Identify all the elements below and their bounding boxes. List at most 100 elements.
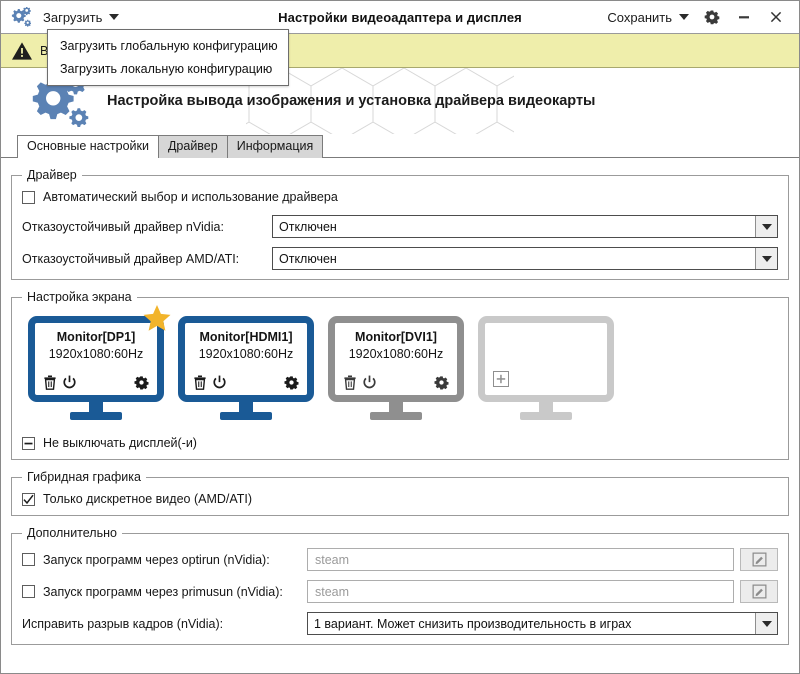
screen-group-legend: Настройка экрана	[27, 290, 132, 304]
banner-title: Настройка вывода изображения и установка…	[107, 93, 596, 109]
keep-display-on-row[interactable]: Не выключать дисплей(-и)	[22, 436, 778, 450]
add-monitor-card[interactable]	[478, 316, 614, 420]
tearfix-label: Исправить разрыв кадров (nVidia):	[22, 616, 224, 631]
indeterminate-dash-icon	[24, 442, 33, 444]
power-icon[interactable]	[62, 375, 77, 390]
monitor-actions	[43, 375, 149, 391]
amd-fallback-label: Отказоустойчивый драйвер AMD/ATI:	[22, 251, 240, 266]
monitor-stand	[178, 402, 314, 420]
monitor-screen: Monitor[DP1] 1920x1080:60Hz	[28, 316, 164, 402]
chevron-down-icon[interactable]	[755, 248, 777, 269]
monitor-list: Monitor[DP1] 1920x1080:60Hz	[22, 305, 778, 422]
monitor-stand	[328, 402, 464, 420]
minimize-button[interactable]	[729, 4, 759, 30]
extra-group: Дополнительно Запуск программ через opti…	[11, 526, 789, 645]
optirun-edit-button[interactable]	[740, 548, 778, 571]
monitor-stand	[478, 402, 614, 420]
chevron-down-icon	[109, 14, 120, 20]
nvidia-fallback-value: Отключен	[279, 219, 337, 234]
monitor-actions	[193, 375, 299, 391]
monitor-card[interactable]: Monitor[HDMI1] 1920x1080:60Hz	[178, 316, 314, 420]
check-icon	[23, 494, 34, 504]
save-menu-label: Сохранить	[607, 9, 672, 25]
optirun-row: Запуск программ через optirun (nVidia): …	[22, 548, 778, 571]
monitor-stand	[28, 402, 164, 420]
amd-fallback-value: Отключен	[279, 251, 337, 266]
monitor-screen-empty	[478, 316, 614, 402]
edit-icon	[752, 584, 766, 599]
primusrun-label: Запуск программ через primusun (nVidia):	[43, 584, 283, 599]
keep-display-on-checkbox[interactable]	[22, 436, 35, 450]
hexagon-pattern	[246, 68, 514, 134]
optirun-checkbox[interactable]	[22, 553, 35, 566]
monitor-screen: Monitor[HDMI1] 1920x1080:60Hz	[178, 316, 314, 402]
monitor-resolution: 1920x1080:60Hz	[48, 347, 144, 361]
load-menu-button[interactable]: Загрузить	[39, 7, 127, 28]
auto-driver-checkbox-row[interactable]: Автоматический выбор и использование дра…	[22, 190, 778, 204]
nvidia-fallback-label: Отказоустойчивый драйвер nVidia:	[22, 219, 224, 234]
amd-fallback-row: Отказоустойчивый драйвер AMD/ATI: Отключ…	[22, 247, 778, 270]
trash-icon[interactable]	[193, 375, 207, 390]
menu-item-load-local[interactable]: Загрузить локальную конфигурацию	[60, 62, 273, 76]
plus-icon[interactable]	[493, 371, 509, 387]
hybrid-graphics-group: Гибридная графика Только дискретное виде…	[11, 470, 789, 516]
warning-triangle-icon	[12, 41, 32, 60]
monitor-name: Monitor[DVI1]	[355, 330, 437, 344]
tab-driver[interactable]: Драйвер	[157, 135, 228, 158]
monitor-actions	[343, 375, 449, 391]
edit-icon	[752, 552, 766, 567]
tearfix-value: 1 вариант. Может снизить производительно…	[314, 616, 632, 631]
menu-item-load-global[interactable]: Загрузить глобальную конфигурацию	[60, 39, 278, 53]
close-button[interactable]	[761, 4, 791, 30]
primusrun-row: Запуск программ через primusun (nVidia):…	[22, 580, 778, 603]
chevron-down-icon[interactable]	[755, 216, 777, 237]
tab-information[interactable]: Информация	[226, 135, 324, 158]
discrete-only-label: Только дискретное видео (AMD/ATI)	[43, 492, 253, 506]
primusrun-edit-button[interactable]	[740, 580, 778, 603]
gear-icon[interactable]	[284, 375, 299, 390]
minimize-icon	[739, 16, 749, 19]
amd-fallback-select[interactable]: Отключен	[272, 247, 778, 270]
tab-main-settings[interactable]: Основные настройки	[17, 135, 159, 158]
gear-icon	[704, 10, 720, 25]
primusrun-checkbox[interactable]	[22, 585, 35, 598]
auto-driver-checkbox[interactable]	[22, 190, 35, 204]
monitor-name: Monitor[HDMI1]	[199, 330, 293, 344]
optirun-input[interactable]: steam	[307, 548, 734, 571]
discrete-only-checkbox[interactable]	[22, 492, 35, 506]
monitor-screen: Monitor[DVI1] 1920x1080:60Hz	[328, 316, 464, 402]
driver-group: Драйвер Автоматический выбор и использов…	[11, 168, 789, 280]
monitor-resolution: 1920x1080:60Hz	[348, 347, 444, 361]
tearfix-row: Исправить разрыв кадров (nVidia): 1 вари…	[22, 612, 778, 635]
monitor-card[interactable]: Monitor[DVI1] 1920x1080:60Hz	[328, 316, 464, 420]
hybrid-graphics-legend: Гибридная графика	[27, 470, 141, 484]
tab-bar: Основные настройки Драйвер Информация	[1, 134, 799, 158]
tab-content-main-settings: Драйвер Автоматический выбор и использов…	[1, 157, 799, 673]
monitor-card[interactable]: Monitor[DP1] 1920x1080:60Hz	[28, 305, 171, 420]
close-icon	[770, 11, 782, 23]
warning-text: В	[40, 43, 49, 58]
monitor-name: Monitor[DP1]	[56, 330, 136, 344]
settings-button[interactable]	[697, 4, 727, 30]
chevron-down-icon	[679, 14, 689, 20]
nvidia-fallback-select[interactable]: Отключен	[272, 215, 778, 238]
tearfix-select[interactable]: 1 вариант. Может снизить производительно…	[307, 612, 778, 635]
load-menu-label: Загрузить	[43, 9, 103, 25]
discrete-only-row[interactable]: Только дискретное видео (AMD/ATI)	[22, 492, 778, 506]
driver-group-legend: Драйвер	[27, 168, 77, 182]
power-icon[interactable]	[212, 375, 227, 390]
primusrun-input[interactable]: steam	[307, 580, 734, 603]
extra-group-legend: Дополнительно	[27, 526, 117, 540]
load-dropdown-menu[interactable]: Загрузить глобальную конфигурацию Загруз…	[47, 29, 289, 86]
save-menu-button[interactable]: Сохранить	[601, 7, 695, 28]
trash-icon[interactable]	[43, 375, 57, 390]
primary-star-icon	[143, 305, 171, 331]
gear-icon[interactable]	[434, 375, 449, 390]
gear-icon[interactable]	[134, 375, 149, 390]
auto-driver-label: Автоматический выбор и использование дра…	[43, 190, 338, 204]
nvidia-fallback-row: Отказоустойчивый драйвер nVidia: Отключе…	[22, 215, 778, 238]
power-icon[interactable]	[362, 375, 377, 390]
chevron-down-icon[interactable]	[755, 613, 777, 634]
trash-icon[interactable]	[343, 375, 357, 390]
